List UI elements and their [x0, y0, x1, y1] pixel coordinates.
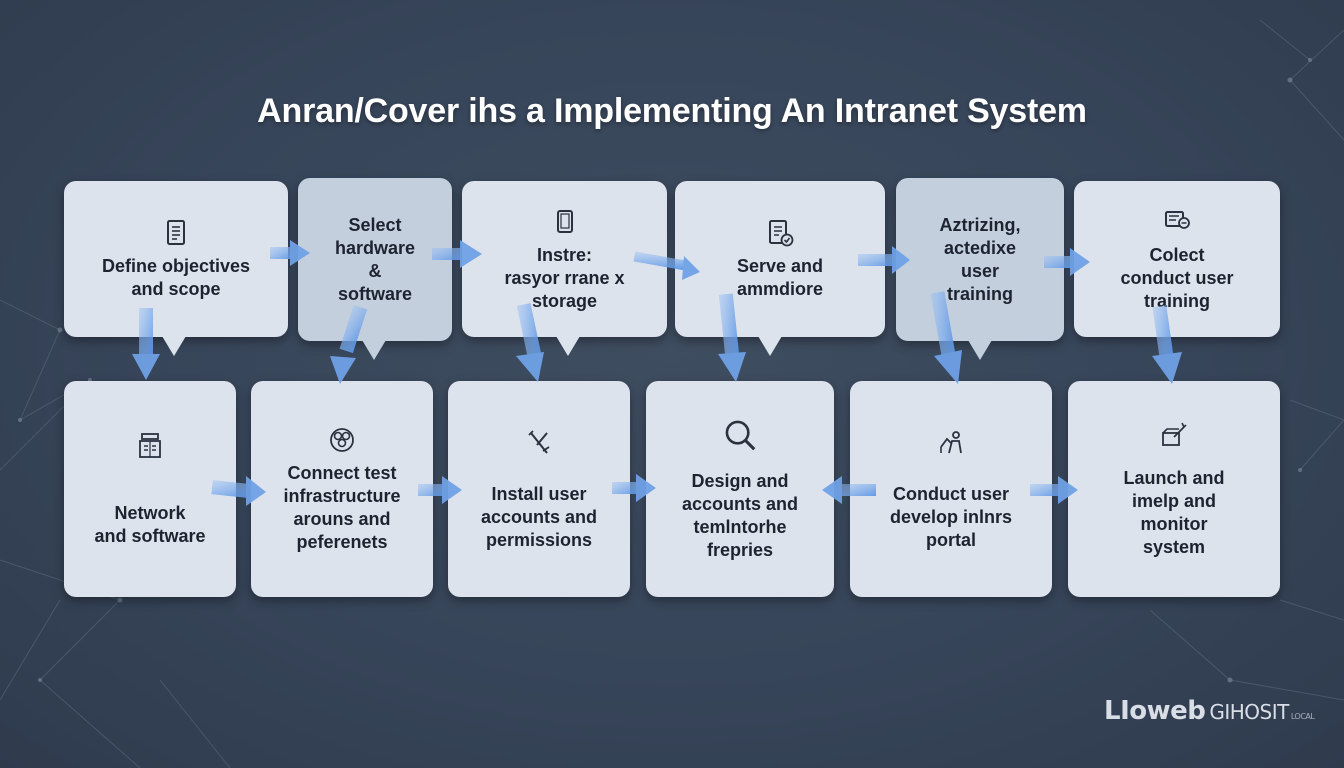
- step-box-top-6: Colect conduct user training: [1074, 181, 1280, 337]
- step-box-top-5: Aztrizing, actedixe user training: [896, 178, 1064, 341]
- step-box-bottom-6: Launch and imelp and monitor system: [1068, 381, 1280, 597]
- step-box-bottom-5: Conduct user develop inlnrs portal: [850, 381, 1052, 597]
- document-check-icon: [769, 220, 794, 247]
- callout-pointer: [556, 336, 580, 356]
- presenter-icon: [940, 430, 962, 453]
- magnifier-icon: [725, 420, 756, 451]
- step-box-bottom-3: Install user accounts and permissions: [448, 381, 630, 597]
- step-label: Instre: rasyor rrane x storage: [504, 244, 625, 311]
- callout-pointer: [162, 336, 186, 356]
- step-label: Network and software: [94, 503, 206, 546]
- network-cluster-icon: [330, 428, 354, 452]
- step-box-bottom-1: Network and software: [64, 381, 236, 597]
- step-box-top-1: Define objectives and scope: [64, 181, 288, 337]
- server-icon: [139, 433, 161, 458]
- callout-pointer: [758, 336, 782, 356]
- step-label: Design and accounts and temlntorhe frepr…: [681, 471, 799, 560]
- step-box-bottom-2: Connect test infrastructure arouns and p…: [251, 381, 433, 597]
- step-label: Install user accounts and permissions: [480, 483, 598, 550]
- brand-main: LIoweb: [1104, 696, 1206, 726]
- tablet-icon: [556, 209, 573, 233]
- step-label: Aztrizing, actedixe user training: [939, 214, 1021, 304]
- step-label: Connect test infrastructure arouns and p…: [283, 463, 401, 552]
- page-title: Anran/Cover ihs a Implementing An Intran…: [257, 92, 1087, 130]
- document-icon: [167, 220, 185, 245]
- launch-box-icon: [1162, 422, 1187, 446]
- step-box-top-4: Serve and ammdiore: [675, 181, 885, 337]
- step-label: Launch and imelp and monitor system: [1123, 468, 1225, 557]
- document-share-icon: [1165, 210, 1190, 229]
- callout-pointer: [362, 340, 386, 360]
- step-box-top-2: Select hardware & software: [298, 178, 452, 341]
- step-box-bottom-4: Design and accounts and temlntorhe frepr…: [646, 381, 834, 597]
- callout-pointer: [968, 340, 992, 360]
- step-box-top-3: Instre: rasyor rrane x storage: [462, 181, 667, 337]
- step-label: Serve and ammdiore: [736, 256, 824, 299]
- step-label: Select hardware & software: [334, 214, 416, 304]
- tools-icon: [528, 429, 550, 454]
- brand-third: LOCAL: [1290, 712, 1315, 721]
- brand-second: GIHOSIT: [1209, 700, 1289, 724]
- step-label: Define objectives and scope: [101, 256, 251, 299]
- step-label: Colect conduct user training: [1120, 244, 1234, 311]
- step-label: Conduct user develop inlnrs portal: [889, 483, 1013, 550]
